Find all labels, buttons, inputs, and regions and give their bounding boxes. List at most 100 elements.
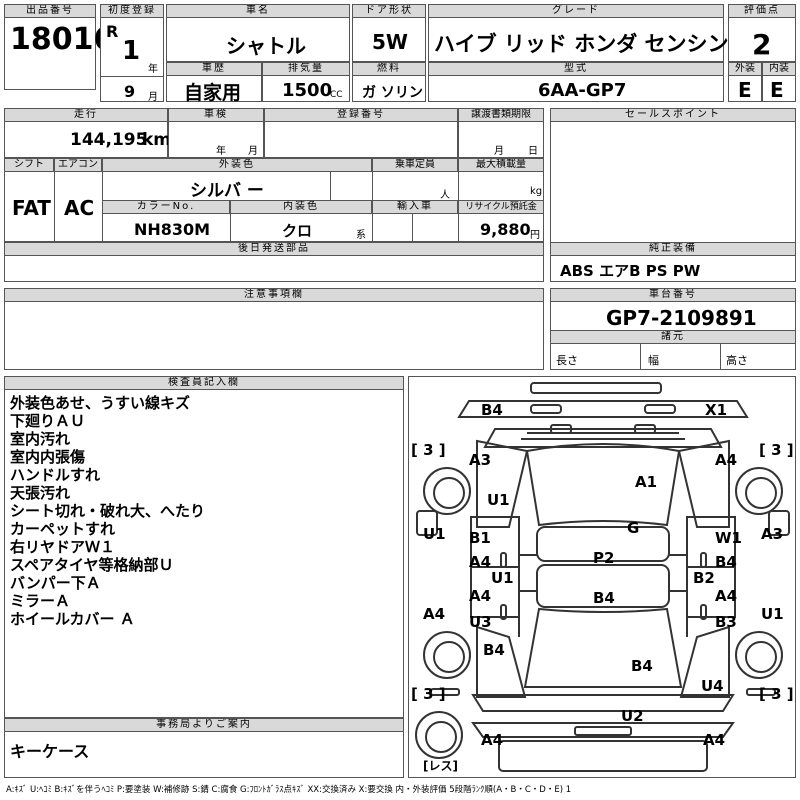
mark-front-left: B4 [481,401,503,419]
inspector-note: バンパー下Ａ [10,574,101,592]
insp-year-unit: 年 [216,146,226,157]
grade: ハイブ リッド ホンダ センシング [434,32,750,56]
mark-a4-l1: A4 [469,553,492,571]
year-unit: 年 [148,64,158,75]
bracket-fr: [ 3 ] [759,441,794,459]
displacement: 1500 [282,80,333,101]
mark-a4-rearl: A4 [481,731,504,749]
model: 6AA-GP7 [538,80,627,101]
mark-a3-right-side: A3 [761,525,784,543]
tyre-rear-left [423,631,471,679]
month-unit: 月 [148,92,158,103]
reg-month: 9 [124,82,136,101]
mark-u3: U3 [469,613,492,631]
car-name: シャトル [226,34,306,58]
mark-u2: U2 [621,707,644,725]
int-color: クロ [282,222,313,240]
mark-b4-rear: B4 [631,657,653,675]
mark-b3: B3 [715,613,737,631]
chassis-number: GP7-2109891 [606,306,757,330]
mark-a4-left-side: A4 [423,605,446,623]
inspector-box [4,376,404,718]
inspector-note: ホイールカバー Ａ [10,610,135,628]
mark-u1-left-side: U1 [423,525,446,543]
fuel-header: 燃料 [352,62,426,76]
length-label: 長さ [556,354,578,367]
import-header: 輸入車 [372,200,458,214]
height-label: 高さ [726,354,748,367]
inspector-note: 外装色あせ、うすい線キズ [10,394,191,412]
capacity-header: 乗車定員 [372,158,458,172]
displacement-header: 排気量 [262,62,350,76]
sales-points-header: セールスポイント [550,108,796,122]
sales-points-box [550,108,796,256]
door-header: ドア形状 [352,4,426,18]
color-no-header: カラーNo. [102,200,230,214]
mark-a3-fl: A3 [469,451,492,469]
mark-a4-l2: A4 [469,587,492,605]
mileage: 144,195 [70,130,148,150]
tyre-front-left [423,467,471,515]
history-header: 車歴 [166,62,262,76]
mark-w1: W1 [715,529,742,547]
era: R [106,22,119,41]
color-no: NH830M [134,220,211,239]
recycle-header: リサイクル預託金 [458,200,544,214]
mark-u4: U4 [701,677,724,695]
reg-year: 1 [122,36,141,66]
mileage-header: 走行 [4,108,168,122]
inspector-note: 室内汚れ [10,430,71,448]
inspector-note: 室内内張傷 [10,448,86,466]
shift-header: シフト [4,158,54,172]
mark-b1: B1 [469,529,491,547]
km-unit: km [142,130,172,150]
exterior-grade: E [738,78,752,102]
mark-b4-rl: B4 [483,641,505,659]
specs-header: 諸元 [550,330,796,344]
notes-header: 注意事項欄 [4,288,544,302]
reg-no-header: 登録番号 [264,108,458,122]
mark-u1-right-side: U1 [761,605,784,623]
inspector-note: 右リヤドアＷ１ [10,538,116,556]
car-name-header: 車名 [166,4,350,18]
aircon: AC [64,196,95,220]
inspection-header: 車検 [168,108,264,122]
mark-b4-r1: B4 [715,553,737,571]
lot-number: 18016 [10,22,115,57]
int-color-header: 内装色 [230,200,372,214]
ext-color-header: 外装色 [102,158,372,172]
door-type: 5W [372,30,408,54]
inspector-note: ハンドルすれ [10,466,101,484]
mark-b4-center: B4 [593,589,615,607]
inspector-note: シート切れ・破れ大、へたり [10,502,206,520]
equipment-header: 純正装備 [550,242,796,256]
damage-diagram: B4 X1 [ 3 ] [ 3 ] A3 A4 A1 U1 G U1 B1 W1… [408,376,796,778]
shift: FAT [12,196,51,220]
inspector-note: カーペットすれ [10,520,116,538]
mark-u1-fl: U1 [487,491,510,509]
mark-u1-mid: U1 [491,569,514,587]
transfer-month-unit: 月 [494,146,504,157]
model-header: 型式 [428,62,724,76]
lot-box [4,4,96,90]
bracket-fl: [ 3 ] [411,441,446,459]
inspector-note: 天張汚れ [10,484,71,502]
interior-grade: E [770,78,784,102]
parts-header: 後日発送部品 [4,242,544,256]
insp-month-unit: 月 [248,146,258,157]
persons-unit: 人 [440,190,450,201]
chassis-header: 車台番号 [550,288,796,302]
mark-p2: P2 [593,549,615,567]
transfer-header: 譲渡書類期限 [458,108,544,122]
kg-unit: kg [530,186,543,197]
aircon-header: エアコン [54,158,102,172]
mark-a4-rearr: A4 [703,731,726,749]
legend: A:ｷｽﾞ U:ﾍｺﾐ B:ｷｽﾞを伴うﾍｺﾐ P:要塗装 W:補修跡 S:錆 … [6,785,572,795]
equipment: ABS エアB PS PW [560,262,701,280]
grade-header: グレード [428,4,724,18]
first-reg-header: 初度登録 [100,4,164,18]
mark-a4-r2: A4 [715,587,738,605]
tyre-front-right [735,467,783,515]
exterior-header: 外装 [728,62,762,76]
mark-a1: A1 [635,473,658,491]
